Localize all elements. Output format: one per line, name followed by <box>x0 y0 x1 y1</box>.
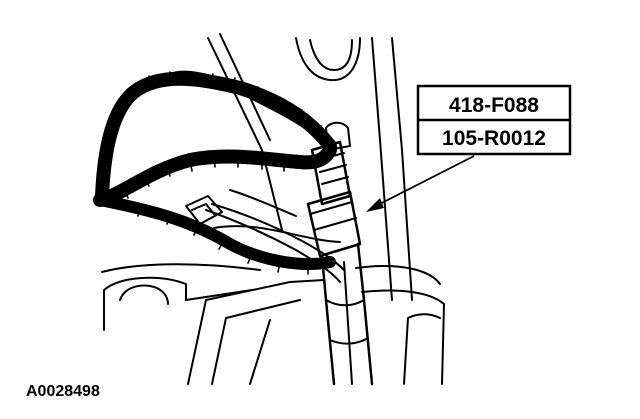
pillar-left-edge <box>371 37 393 301</box>
lower-panel-left <box>187 279 325 385</box>
loose-wires <box>169 70 345 283</box>
leader-line <box>371 155 475 209</box>
lower-right-panel-top <box>355 265 441 285</box>
body-panels <box>101 33 445 385</box>
lower-left-bracket <box>103 276 187 331</box>
callout-label-tool-number: 418-F088 <box>449 94 539 117</box>
lower-harness <box>93 143 337 275</box>
callout-label-service-number: 105-R0012 <box>442 127 546 150</box>
mid-panel-line <box>213 225 341 243</box>
lower-left-bracket-hole <box>119 284 169 305</box>
left-panel-edge <box>207 37 283 231</box>
harness-clip <box>185 195 223 225</box>
lower-floor-line <box>249 319 271 385</box>
lower-right-panel <box>361 289 445 385</box>
lower-panel-left-inner <box>211 299 301 385</box>
lower-right-panel-inner <box>403 313 441 385</box>
arrow-head <box>366 198 384 212</box>
pillar-right-edge <box>391 37 413 301</box>
part-number-callout: 418-F088 105-R0012 <box>416 84 572 156</box>
harness-trunk <box>320 242 374 386</box>
upper-bracket-inner <box>309 39 353 71</box>
electrical-connector <box>306 121 362 258</box>
connector-lower-half <box>306 190 362 258</box>
lower-left-panel-top <box>101 263 261 273</box>
upper-bracket <box>295 37 361 82</box>
leader-arrow <box>366 155 475 212</box>
figure-id: A0028498 <box>26 383 100 400</box>
connector-wire-entry <box>325 121 351 151</box>
